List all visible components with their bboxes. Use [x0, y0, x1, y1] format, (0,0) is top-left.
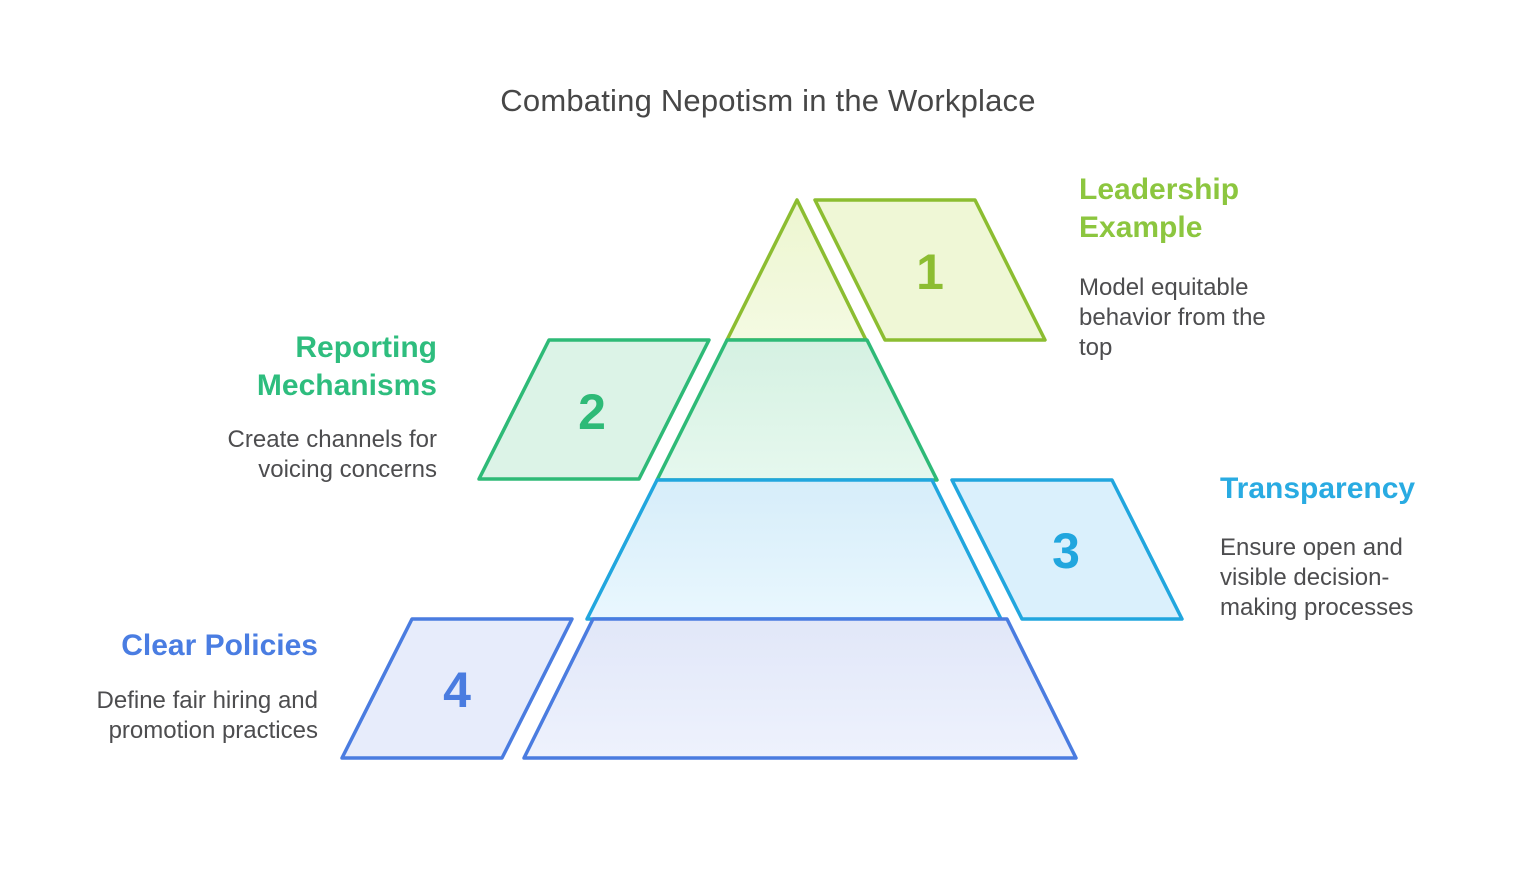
pyramid-band-4 — [522, 617, 1078, 760]
level-1-number: 1 — [916, 244, 944, 300]
level-4-number: 4 — [443, 662, 471, 718]
level-3-number: 3 — [1052, 523, 1080, 579]
pyramid-band-3 — [585, 478, 1003, 621]
level-1-tab — [813, 198, 1047, 342]
level-1-heading: Leadership Example — [1079, 173, 1240, 244]
level-3-heading: Transparency — [1220, 472, 1416, 505]
level-2-heading: Reporting Mechanisms — [256, 331, 437, 402]
level-2-tab — [477, 338, 711, 481]
level-4-heading: Clear Policies — [121, 629, 318, 662]
pyramid-band-2 — [655, 338, 939, 482]
level-4-description: Define fair hiring and promotion practic… — [96, 687, 318, 744]
level-1-description: Model equitable behavior from the top — [1079, 274, 1266, 361]
level-2-number: 2 — [578, 384, 606, 440]
level-2-description: Create channels for voicing concerns — [227, 426, 437, 483]
level-4-tab — [340, 617, 574, 760]
level-3-tab — [950, 478, 1184, 621]
level-3-description: Ensure open and visible decision- making… — [1220, 534, 1414, 621]
diagram-title: Combating Nepotism in the Workplace — [500, 83, 1036, 118]
